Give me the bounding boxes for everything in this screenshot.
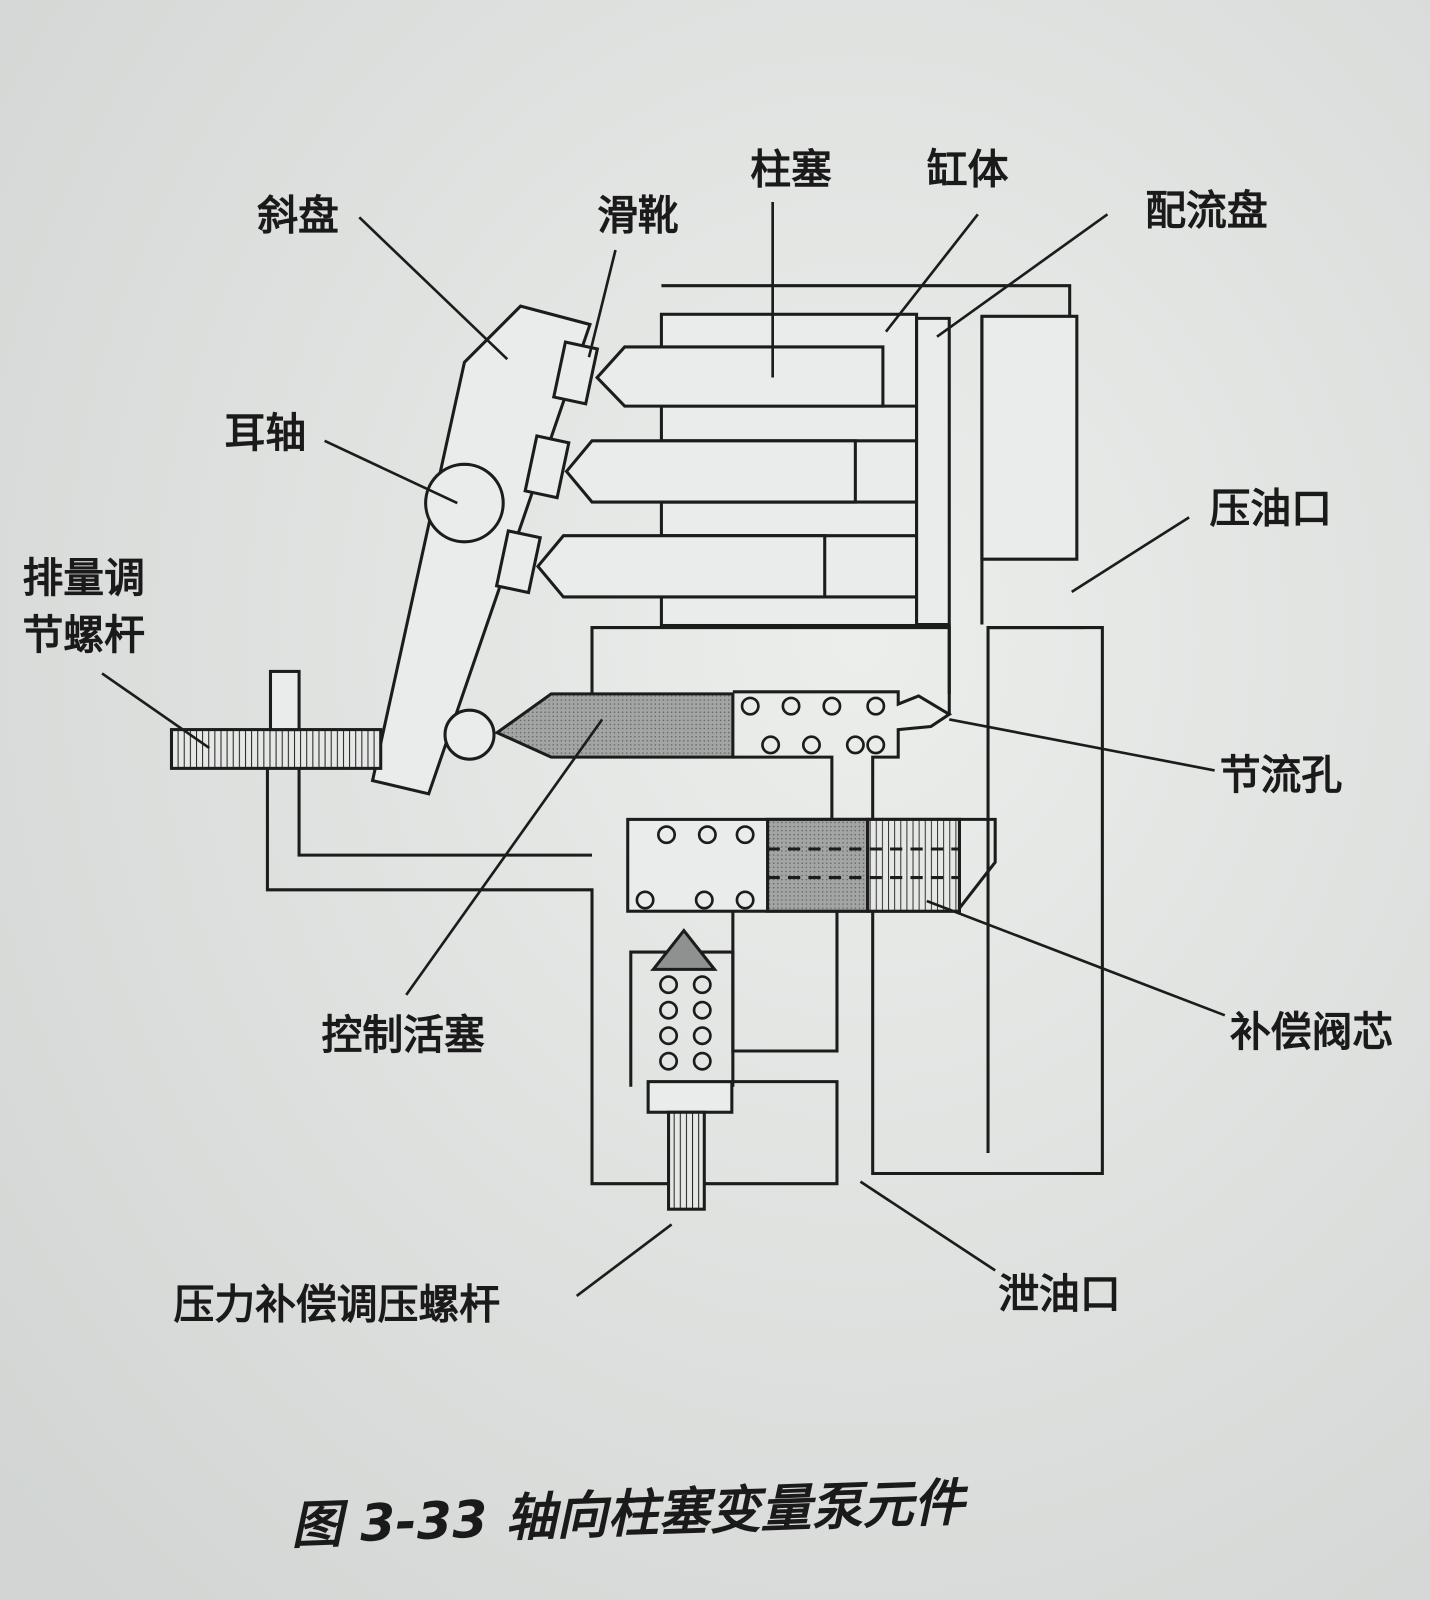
pressure-spring	[629, 928, 735, 1211]
label-compensator-spool: 补偿阀芯	[1230, 1008, 1393, 1056]
label-trunnion: 耳轴	[225, 409, 307, 457]
label-orifice: 节流孔	[1220, 751, 1343, 799]
control-section	[443, 316, 984, 820]
label-slipper: 滑靴	[597, 192, 679, 240]
label-cylinder-block: 缸体	[927, 146, 1009, 194]
leader-lines	[101, 202, 1226, 1297]
swash-plate	[370, 304, 600, 796]
control-piston-shape	[494, 692, 735, 759]
pistons	[535, 345, 885, 599]
label-displacement-screw-2: 节螺杆	[22, 611, 144, 659]
label-drain-port: 泄油口	[998, 1270, 1120, 1318]
displacement-screw	[169, 669, 839, 1186]
label-pressure-port: 压油口	[1210, 484, 1332, 532]
label-piston: 柱塞	[750, 146, 832, 194]
trunnion-circle	[424, 462, 505, 544]
compensator	[626, 626, 1104, 1175]
label-displacement-screw-1: 排量调	[22, 554, 144, 602]
label-valve-plate: 配流盘	[1145, 186, 1267, 234]
label-compensator-adjust-screw: 压力补偿调压螺杆	[174, 1280, 501, 1328]
label-control-piston: 控制活塞	[322, 1011, 485, 1059]
label-swash-plate: 斜盘	[257, 192, 339, 240]
